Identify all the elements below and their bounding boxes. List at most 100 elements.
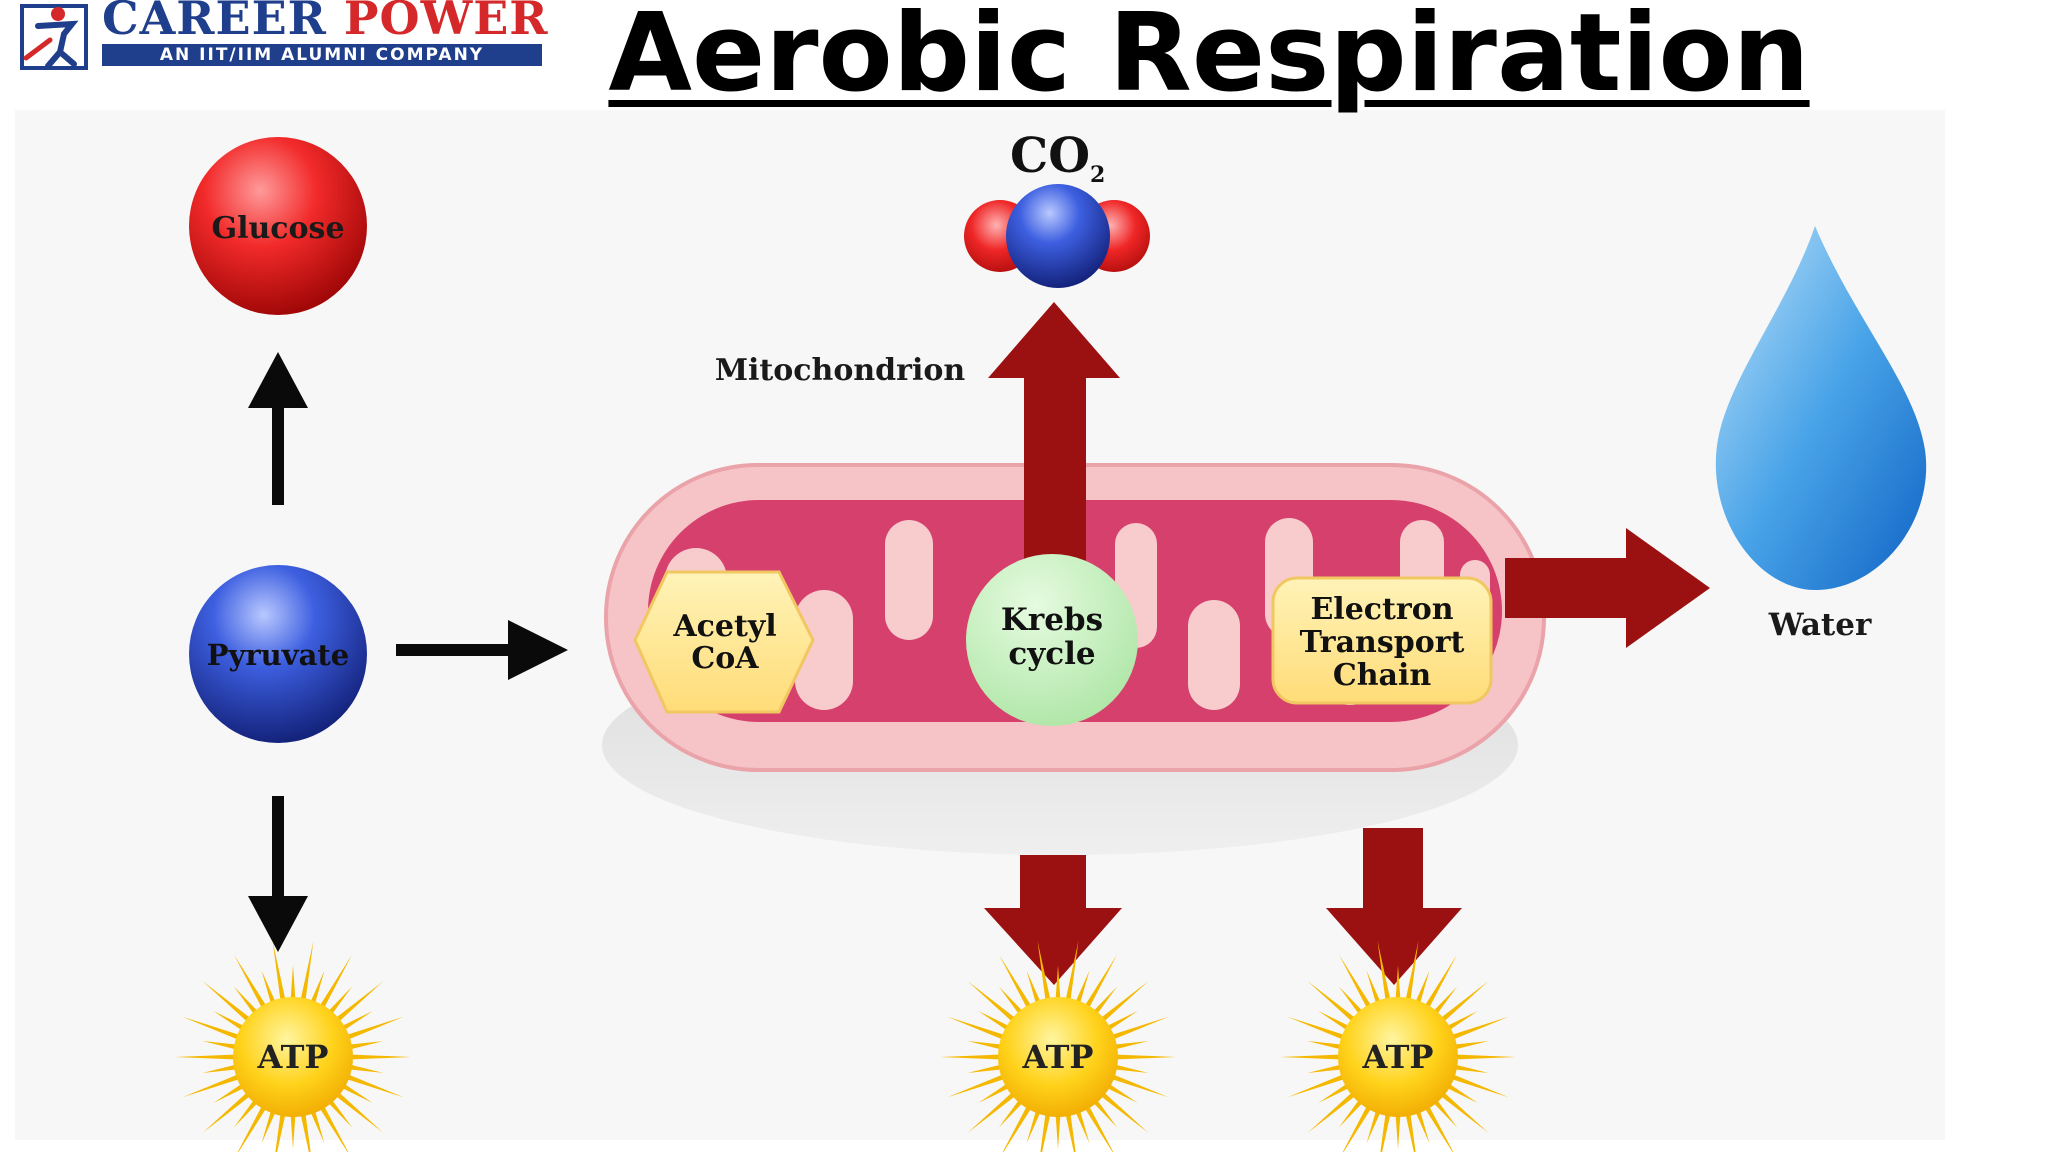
sun-ray (275, 1111, 286, 1152)
sun-ray (1105, 1082, 1138, 1103)
sun-ray (202, 1091, 252, 1133)
atp-label-2: ATP (1022, 1038, 1094, 1076)
etc-label-line2: Transport (1300, 625, 1465, 660)
pyruvate-node (189, 565, 367, 743)
sun-ray (1338, 1098, 1364, 1128)
arrow-krebs-to-atp (984, 855, 1122, 985)
sun-ray (940, 1054, 1003, 1060)
sun-ray (261, 970, 277, 1006)
sun-ray (234, 954, 268, 1010)
sun-ray (1040, 1111, 1051, 1152)
sun-ray (1074, 970, 1090, 1006)
sun-ray (1307, 1064, 1344, 1073)
acetyl-coa-label-line2: CoA (691, 641, 759, 676)
sun-ray (347, 1041, 384, 1050)
sun-ray (182, 1016, 242, 1041)
sun-ray (340, 1011, 373, 1032)
arrow-pyruvate-to-glucose (248, 352, 308, 505)
sun-ray (213, 1082, 246, 1103)
arrow-to-water (1505, 528, 1710, 648)
sun-ray (237, 1104, 268, 1152)
atp-label-3: ATP (1362, 1038, 1434, 1076)
sun-ray (290, 1112, 296, 1149)
sun-ray (1414, 970, 1430, 1006)
logo-brand-text: CAREER POWER (102, 0, 549, 45)
sun-ray (1318, 1082, 1351, 1103)
sun-ray (300, 1111, 311, 1152)
sun-ray (1366, 970, 1382, 1006)
acetyl-coa-label-line1: Acetyl (672, 609, 776, 644)
sun-ray (272, 940, 286, 1003)
sun-ray (998, 1098, 1024, 1128)
sun-ray (1280, 1054, 1343, 1060)
sun-ray (999, 954, 1033, 1010)
sun-ray (1366, 1108, 1382, 1144)
sun-ray (1092, 1098, 1118, 1128)
sun-ray (967, 1064, 1004, 1073)
sun-ray (1026, 970, 1042, 1006)
sun-ray (1112, 1064, 1149, 1073)
sun-ray (1099, 1091, 1149, 1133)
sun-ray (318, 954, 352, 1010)
sun-ray (327, 1098, 353, 1128)
arrow-etc-to-atp (1326, 828, 1462, 985)
sun-ray (967, 1041, 1004, 1050)
arrow-pyruvate-to-mitochondrion (396, 620, 568, 680)
sun-ray (1307, 1041, 1344, 1050)
sun-ray (202, 981, 252, 1023)
sun-ray (334, 1091, 384, 1133)
sun-ray (344, 1016, 404, 1041)
sun-ray (1452, 1064, 1489, 1073)
sun-ray (1287, 1073, 1347, 1098)
sun-ray (318, 1104, 349, 1152)
sun-ray (1449, 1016, 1509, 1041)
career-power-logo: CAREER POWER AN IIT/IIM ALUMNI COMPANY (20, 0, 550, 80)
atp-label-1: ATP (257, 1038, 329, 1076)
sun-ray (182, 1073, 242, 1098)
atp-sun-middle: ATP (940, 940, 1176, 1152)
mitochondrion-label: Mitochondrion (715, 353, 966, 388)
krebs-label-line1: Krebs (1001, 602, 1103, 638)
glucose-label: Glucose (211, 211, 344, 246)
sun-ray (1109, 1016, 1169, 1041)
sun-ray (1445, 1011, 1478, 1032)
sun-ray (1380, 1111, 1391, 1152)
sun-ray (213, 1011, 246, 1032)
etc-label-line3: Chain (1333, 658, 1432, 693)
sun-ray (300, 940, 314, 1003)
sun-ray (202, 1064, 239, 1073)
sun-ray (1414, 1108, 1430, 1144)
sun-ray (1074, 1108, 1090, 1144)
sun-ray (233, 1098, 259, 1128)
sun-ray (1432, 986, 1458, 1016)
sun-ray (998, 986, 1024, 1016)
sun-ray (1055, 1112, 1061, 1149)
sun-ray (1037, 940, 1051, 1003)
sun-ray (1445, 1082, 1478, 1103)
sun-ray (1405, 940, 1419, 1003)
acetyl-coa-node: Acetyl CoA (633, 570, 815, 714)
sun-ray (1432, 1098, 1458, 1128)
sun-ray (978, 1011, 1011, 1032)
sun-ray (1338, 986, 1364, 1016)
sun-ray (1113, 1054, 1176, 1060)
sun-ray (1105, 1011, 1138, 1032)
sun-ray (967, 981, 1017, 1023)
sun-ray (1439, 981, 1489, 1023)
sun-ray (1307, 1091, 1357, 1133)
water-label: Water (1768, 607, 1872, 643)
sun-ray (344, 1073, 404, 1098)
sun-ray (202, 1041, 239, 1050)
sun-ray (1307, 981, 1357, 1023)
atp-sun-right: ATP (1280, 940, 1516, 1152)
arrow-pyruvate-to-atp (248, 796, 308, 952)
sun-ray (1423, 1104, 1454, 1152)
sun-ray (1026, 1108, 1042, 1144)
sun-ray (1055, 965, 1061, 1002)
logo-tagline: AN IIT/IIM ALUMNI COMPANY (102, 44, 542, 66)
pyruvate-label: Pyruvate (207, 638, 350, 672)
sun-ray (290, 965, 296, 1002)
sun-ray (1377, 940, 1391, 1003)
runner-logo-icon (20, 4, 88, 70)
glucose-node (189, 137, 367, 315)
